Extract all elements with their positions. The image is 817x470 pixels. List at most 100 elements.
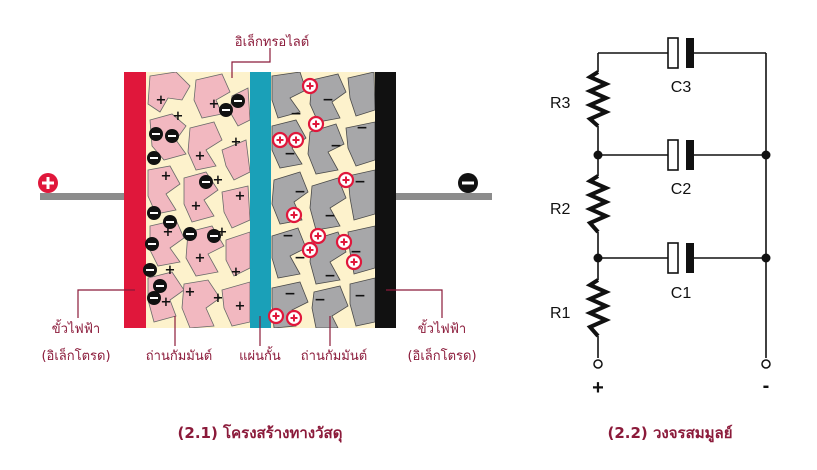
svg-text:−: − [324,208,336,224]
negative-ion [183,227,197,241]
negative-charge-signs: −−− −−− −−− −−− −−− [282,92,368,308]
negative-ion [153,279,167,293]
svg-text:+: + [235,189,246,204]
junction-dots [593,150,771,263]
positive-ion [301,241,319,259]
separator-label: แผ่นกั้น [239,346,281,364]
svg-text:+: + [217,225,228,240]
svg-text:+: + [213,291,224,306]
svg-text:+: + [231,135,242,150]
electrolyte-label: อิเล็กทรอไลต์ [235,32,310,50]
resistor-r3 [585,70,611,128]
equivalent-circuit-diagram: R3 R2 R1 C3 C2 C1 + - (2.2) วงจรสมมูลย์ [550,37,771,443]
right-electrode-label-line2: (อิเล็กโตรด) [407,346,476,364]
leader-lines [77,48,443,346]
svg-text:+: + [195,149,206,164]
positive-ion [337,171,355,189]
circuit-wires [597,52,767,358]
negative-ion [163,215,177,229]
svg-text:−: − [354,174,366,190]
capacitors [667,37,694,274]
svg-text:−: − [350,244,362,260]
resistors [585,70,611,338]
svg-text:−: − [330,138,342,154]
positive-ion [307,115,325,133]
material-structure-caption: (2.1) โครงสร้างทางวัสดุ [178,423,343,443]
positive-ion [285,206,303,224]
negative-ion [145,237,159,251]
svg-text:−: − [324,268,336,284]
svg-text:−: − [282,228,294,244]
equivalent-circuit-caption: (2.2) วงจรสมมูลย์ [607,424,732,443]
capacitor-c2 [667,139,694,171]
svg-text:+: + [209,97,220,112]
svg-text:−: − [322,92,334,108]
positive-ion [345,253,363,271]
negative-ion [147,206,161,220]
left-lead-wire [40,193,124,200]
negative-ions [143,94,245,305]
positive-ion [267,307,285,325]
label-r1: R1 [550,305,571,322]
capacitor-c1 [667,242,694,274]
material-structure-diagram: +++ +++ +++ +++ +++ +++ −−− −−− −−− −−− … [38,32,492,443]
negative-ion [143,263,157,277]
negative-ion [219,103,233,117]
svg-text:−: − [294,184,306,200]
svg-text:+: + [161,169,172,184]
minus-circle-icon [458,173,478,193]
positive-ion [285,309,303,327]
resistor-r2 [585,174,611,234]
negative-electrode-plate [375,72,396,328]
svg-text:+: + [163,225,174,240]
positive-charge-signs: +++ +++ +++ +++ +++ +++ [156,93,246,314]
label-c2: C2 [671,181,692,198]
plus-circle-icon [38,173,58,193]
right-carbon-label: ถ่านกัมมันต์ [301,348,367,364]
svg-text:−: − [284,146,296,162]
svg-text:−: − [314,292,326,308]
svg-text:+: + [195,251,206,266]
terminal-plus-label: + [592,377,604,399]
capacitor-c3 [667,37,694,69]
left-electrode-label-line1: ขั้วไฟฟ้า [52,319,100,337]
resistor-r1 [585,278,611,338]
positive-ion [287,131,305,149]
right-electrode-label-line1: ขั้วไฟฟ้า [418,319,466,337]
positive-ion [301,77,319,95]
svg-text:+: + [185,285,196,300]
svg-text:+: + [191,199,202,214]
svg-text:−: − [284,286,296,302]
positive-ion [335,233,353,251]
svg-text:+: + [165,263,176,278]
negative-ion [147,151,161,165]
label-c3: C3 [671,79,692,96]
positive-electrode-plate [124,72,146,328]
separator-membrane [250,72,271,328]
positive-ions [267,77,363,327]
svg-text:+: + [156,93,167,108]
svg-text:+: + [235,299,246,314]
svg-text:−: − [354,288,366,304]
svg-text:+: + [161,295,172,310]
label-r2: R2 [550,201,571,218]
negative-ion [149,127,163,141]
svg-text:+: + [231,265,242,280]
svg-text:−: − [294,250,306,266]
terminal-minus-label: - [763,375,770,397]
negative-ion [231,94,245,108]
negative-ion [147,291,161,305]
circuit-terminals [593,359,771,369]
svg-text:−: − [290,106,302,122]
negative-ion [199,175,213,189]
left-electrode-label-line2: (อิเล็กโตรด) [41,346,110,364]
label-r3: R3 [550,95,571,112]
negative-ion [165,129,179,143]
positive-ion [271,131,289,149]
negative-ion [207,229,221,243]
label-c1: C1 [671,285,692,302]
svg-text:+: + [173,109,184,124]
right-lead-wire [396,193,492,200]
left-carbon-label: ถ่านกัมมันต์ [146,348,212,364]
